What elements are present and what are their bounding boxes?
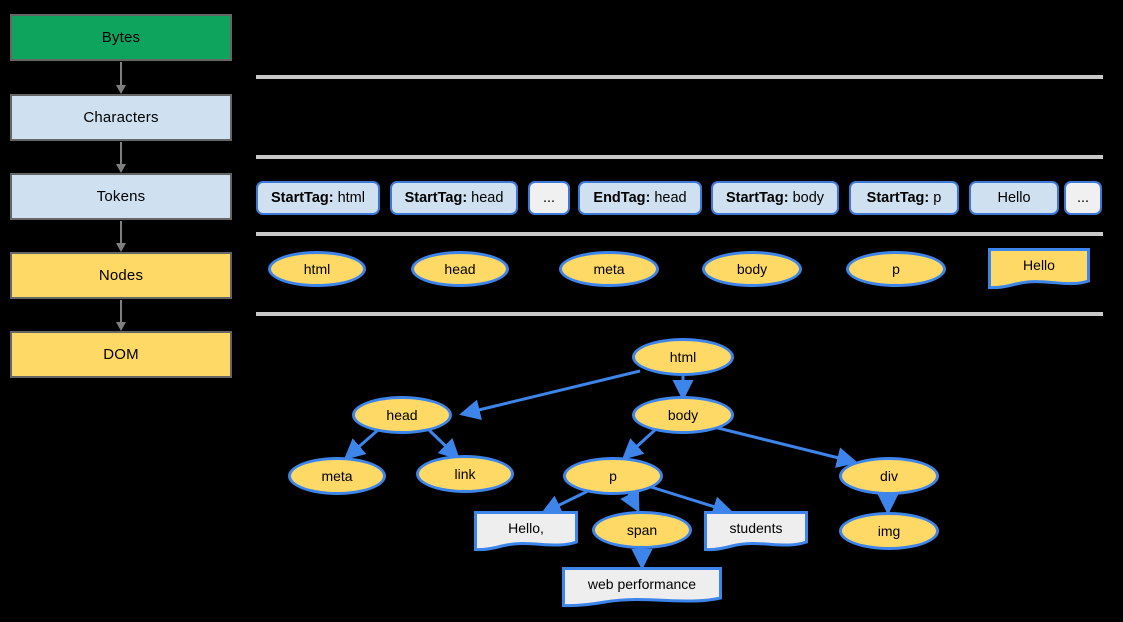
document-shape	[704, 511, 808, 552]
token-value: body	[792, 190, 825, 206]
tree-node-p: p	[563, 457, 663, 495]
token-starttag-head: StartTag:head	[390, 181, 518, 215]
token-prefix: StartTag:	[271, 190, 334, 206]
tree-node-students-text: students	[704, 511, 808, 553]
token-value: ...	[542, 190, 556, 206]
edge-p-hello	[540, 488, 591, 515]
token-endtag-head: EndTag:head	[578, 181, 702, 215]
pipeline-arrow-1	[116, 62, 126, 94]
token-value: head	[654, 190, 687, 206]
token-starttag-html: StartTag:html	[256, 181, 380, 215]
tree-node-link: link	[416, 455, 514, 493]
node-row-hello: Hello	[988, 248, 1090, 290]
node-row-meta: meta	[559, 251, 659, 287]
edge-body-div	[713, 425, 858, 468]
edge-body-p	[621, 428, 657, 461]
token-prefix: StartTag:	[866, 190, 930, 206]
pipeline-arrow-4	[116, 300, 126, 331]
token-starttag-p: StartTag:p	[849, 181, 959, 215]
token-value: html	[337, 190, 365, 206]
tree-node-html: html	[632, 338, 734, 376]
pipeline-step-bytes: Bytes	[10, 14, 232, 61]
token-value: ...	[1076, 190, 1090, 206]
token-value: p	[933, 190, 942, 206]
tree-node-img: img	[839, 512, 939, 550]
pipeline-step-nodes: Nodes	[10, 252, 232, 299]
node-row-p: p	[846, 251, 946, 287]
edge-p-students	[650, 485, 734, 517]
document-shape	[474, 511, 578, 552]
tree-node-webperformance-text: web performance	[562, 567, 722, 609]
token-ellipsis-1: ...	[528, 181, 570, 215]
tree-node-meta: meta	[288, 457, 386, 495]
document-shape	[562, 567, 722, 608]
edge-head-link	[427, 428, 461, 461]
token-starttag-body: StartTag:body	[711, 181, 839, 215]
pipeline-arrow-3	[116, 221, 126, 252]
separator-tree	[256, 312, 1103, 316]
tree-node-span: span	[592, 511, 692, 549]
separator-nodes	[256, 232, 1103, 236]
tree-node-div: div	[839, 457, 939, 495]
token-prefix: StartTag:	[725, 190, 789, 206]
tree-node-hello-text: Hello,	[474, 511, 578, 553]
tree-node-body: body	[632, 396, 734, 434]
token-value: Hello	[997, 190, 1031, 206]
separator-tokens	[256, 155, 1103, 159]
pipeline-step-tokens: Tokens	[10, 173, 232, 220]
document-shape	[988, 248, 1090, 290]
edge-head-meta	[343, 428, 379, 460]
node-row-head: head	[411, 251, 509, 287]
node-row-html: html	[268, 251, 366, 287]
token-text-hello: Hello	[969, 181, 1059, 215]
separator-top	[256, 75, 1103, 79]
tree-node-head: head	[352, 396, 452, 434]
token-value: head	[471, 190, 504, 206]
token-prefix: EndTag:	[593, 190, 651, 206]
token-prefix: StartTag:	[404, 190, 468, 206]
node-row-body: body	[702, 251, 802, 287]
pipeline-step-dom: DOM	[10, 331, 232, 378]
token-ellipsis-2: ...	[1064, 181, 1102, 215]
pipeline-arrow-2	[116, 142, 126, 173]
edge-html-head	[459, 369, 641, 420]
pipeline-step-characters: Characters	[10, 94, 232, 141]
